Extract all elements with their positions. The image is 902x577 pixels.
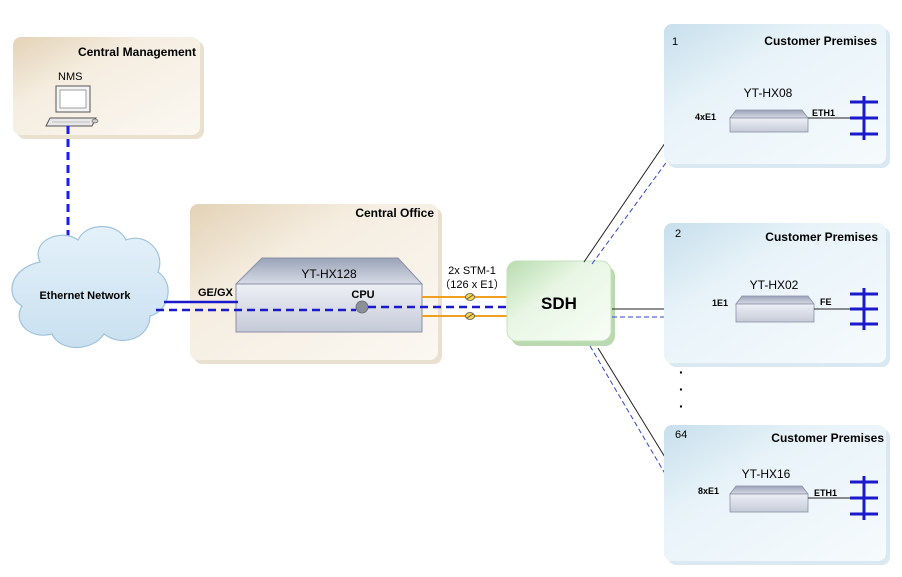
site-device-label: YT-HX08 [744,86,793,100]
stm1-connector-icon [465,293,475,301]
site-number: 64 [675,429,687,441]
yt-hx08-device [729,117,809,133]
yt-hx128-device [234,257,424,333]
ethernet-bus-icon [850,476,878,520]
sdh-label: SDH [541,294,577,313]
yt-hx16-device [729,493,809,513]
central-management-title: Central Management [78,45,196,59]
nms-label: NMS [58,71,82,83]
site-port-out-label: ETH1 [812,108,835,118]
cpu-label: CPU [351,289,374,301]
site-port-in-label: 1E1 [712,298,728,308]
site-port-out-label: FE [820,297,832,307]
more-sites-ellipsis: · · · [679,364,684,414]
customer-site-2: 2 Customer Premises YT-HX02 1E1 FE [664,223,890,367]
stm1-e1-label: （126 x E1） [439,278,504,291]
ethernet-bus-icon [850,288,878,330]
central-office-title: Central Office [355,206,434,220]
ethernet-network-label: Ethernet Network [39,290,131,302]
customer-site-1: 1 Customer Premises YT-HX08 4xE1 ETH1 [664,24,890,168]
site-title: Customer Premises [764,34,877,48]
site-device-label: YT-HX16 [742,467,791,481]
ethernet-network-cloud [11,226,169,348]
central-management-zone: Central Management [13,37,204,139]
customer-site-64: 64 Customer Premises YT-HX16 8xE1 ETH1 [664,425,890,565]
yt-hx02-device [735,303,815,323]
stm1-connector-icon [465,312,475,320]
svg-text:·: · [679,398,684,414]
site-title: Customer Premises [771,431,884,445]
site-number: 2 [675,228,681,240]
nms-computer-icon [45,85,99,127]
site-port-out-label: ETH1 [814,488,837,498]
site-device-label: YT-HX02 [750,278,799,292]
site-port-in-label: 8xE1 [698,486,719,496]
svg-text:·: · [679,381,684,397]
site-title: Customer Premises [765,230,878,244]
site-port-in-label: 4xE1 [695,112,716,122]
svg-text:·: · [679,364,684,380]
stm1-label: 2x STM-1 [448,265,496,277]
yt-hx128-label: YT-HX128 [301,267,357,281]
ethernet-bus-icon [850,96,878,140]
site-number: 1 [672,36,678,48]
sdh-node [506,260,615,346]
ge-gx-label: GE/GX [198,287,234,299]
